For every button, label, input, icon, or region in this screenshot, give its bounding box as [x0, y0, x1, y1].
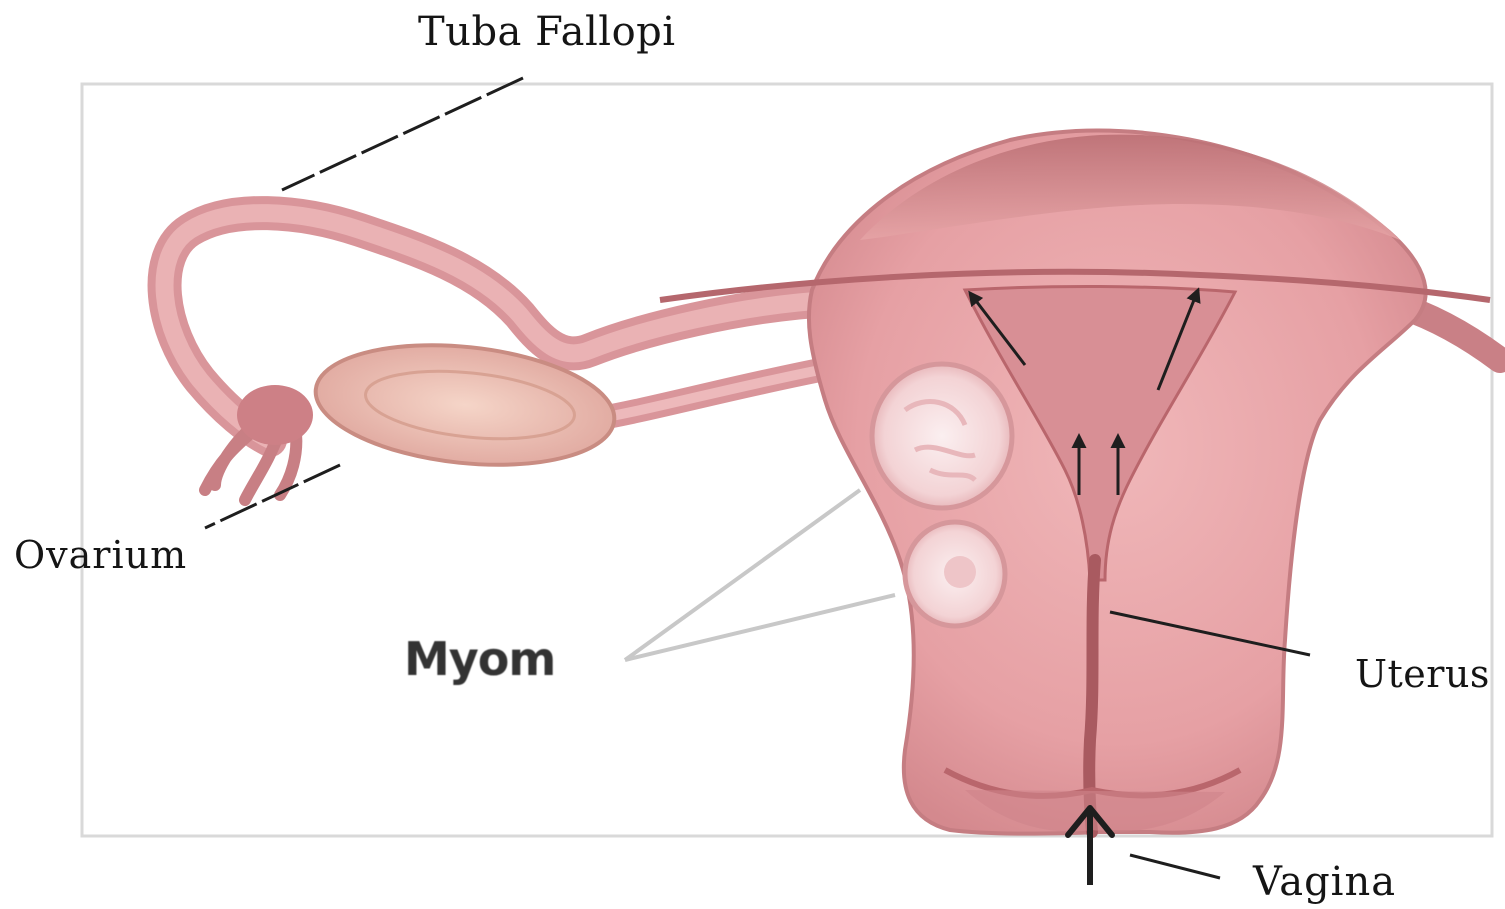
label-ovarium: Ovarium — [14, 536, 187, 574]
leader-vagina — [1130, 855, 1220, 878]
label-uterus: Uterus — [1355, 655, 1490, 693]
label-myom: Myom — [404, 636, 555, 682]
label-tuba-fallopi: Tuba Fallopi — [418, 12, 676, 52]
label-vagina: Vagina — [1253, 862, 1396, 902]
myoma-upper — [872, 364, 1012, 508]
